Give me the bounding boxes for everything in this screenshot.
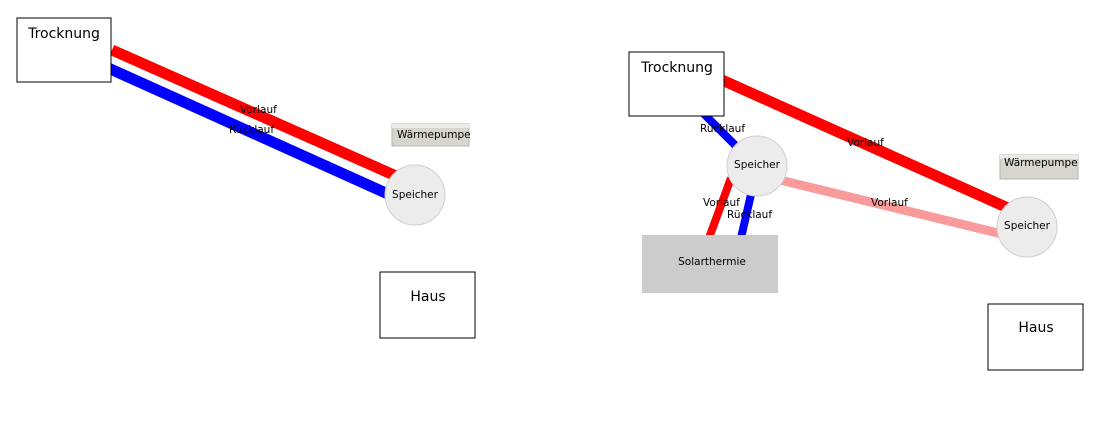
right-vorlauf-solar-pipe: [705, 176, 735, 240]
right-diagram: Trocknung Rücklauf Vorlauf Vorlauf Vorla…: [628, 51, 1084, 371]
left-waermepumpe-label: Wärmepumpe: [397, 129, 471, 141]
left-trocknung-box: [16, 17, 112, 83]
left-diagram: Trocknung Vorlauf Rücklauf Wärmepumpe Sp…: [16, 17, 476, 339]
right-vorlauf-solar-label: Vorlauf: [703, 197, 740, 209]
left-ruecklauf-label: Rücklauf: [229, 124, 274, 136]
right-trocknung-box: [628, 51, 725, 117]
right-ruecklauf-trocknung-label: Rücklauf: [700, 123, 745, 135]
right-speicher-right-label: Speicher: [1004, 220, 1051, 232]
right-waermepumpe-highlight: [1000, 155, 1078, 159]
right-vorlauf-main-label: Vorlauf: [847, 137, 884, 149]
right-waermepumpe-label: Wärmepumpe: [1004, 157, 1078, 169]
left-waermepumpe-highlight: [392, 124, 469, 128]
left-speicher-label: Speicher: [392, 189, 439, 201]
right-speicher-right-circle: [996, 196, 1058, 258]
right-vorlauf-light-pipe: [778, 175, 1004, 239]
right-ruecklauf-solar-label: Rücklauf: [727, 209, 772, 221]
right-solarthermie-box: [642, 235, 778, 293]
left-speicher-circle: [384, 164, 446, 226]
right-haus-label: Haus: [1018, 320, 1053, 336]
right-vorlauf-main-pipe: [719, 74, 1011, 214]
right-ruecklauf-trocknung-pipe: [698, 108, 743, 153]
left-vorlauf-label: Vorlauf: [240, 104, 277, 116]
right-haus-box: [987, 303, 1084, 371]
left-trocknung-label: Trocknung: [27, 26, 100, 42]
left-vorlauf-pipe: [109, 44, 399, 182]
left-ruecklauf-pipe: [103, 61, 391, 200]
right-speicher-top-label: Speicher: [734, 159, 781, 171]
right-solarthermie-label: Solarthermie: [678, 256, 746, 268]
left-haus-label: Haus: [410, 289, 445, 305]
right-speicher-top-circle: [726, 135, 788, 197]
right-ruecklauf-solar-pipe: [737, 189, 756, 239]
right-vorlauf-light-label: Vorlauf: [871, 197, 908, 209]
left-haus-box: [379, 271, 476, 339]
right-trocknung-label: Trocknung: [640, 60, 713, 76]
